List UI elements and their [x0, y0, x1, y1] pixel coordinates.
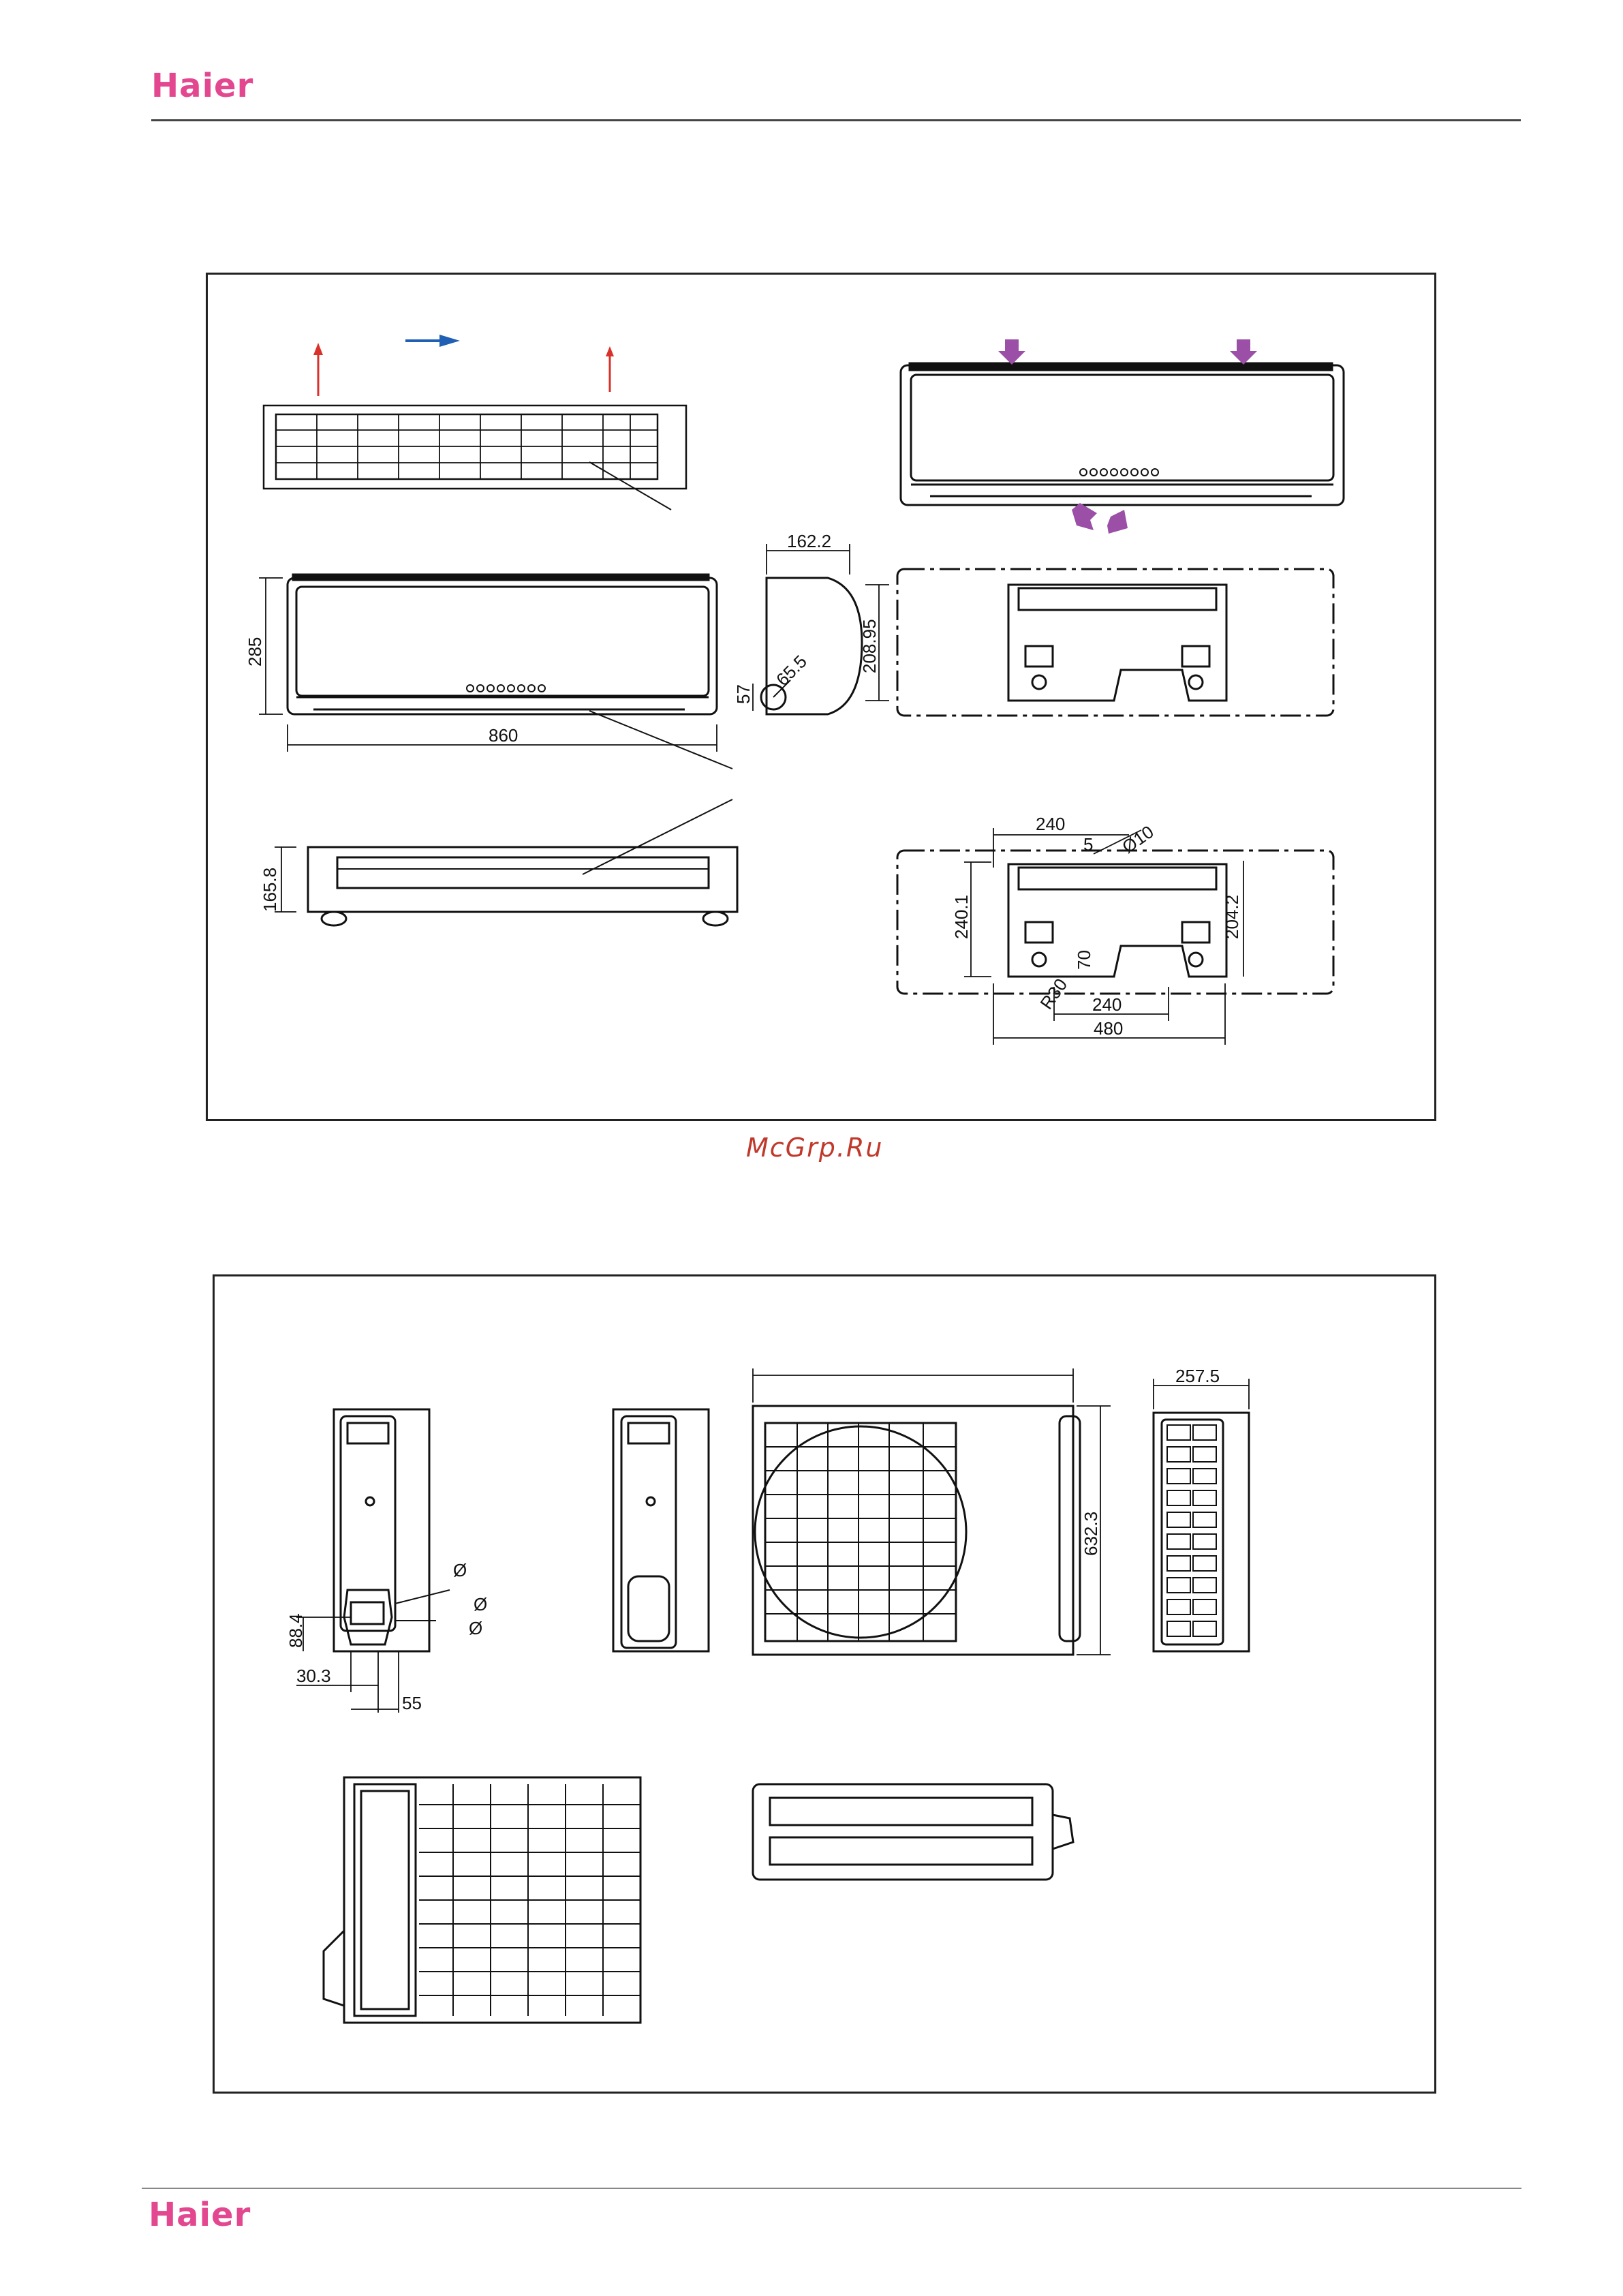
dim-outdoor-depth: 257.5: [1175, 1366, 1220, 1386]
dim-mount-240-bottom: 240: [1092, 994, 1122, 1015]
dim-mount-r30: R30: [1036, 975, 1071, 1013]
watermark: McGrp.Ru: [746, 1133, 883, 1163]
footer-logo: Haier: [149, 2196, 251, 2234]
dim-mount-dia10: Ø10: [1118, 821, 1157, 857]
indoor-unit-drawing: 285 860 162.2 208.95 57 65.5 165.8: [206, 273, 1436, 1121]
outdoor-front-view: [753, 1406, 1080, 1655]
outdoor-side-view-right: [1154, 1413, 1249, 1651]
header-rule: [151, 119, 1521, 121]
header-logo: Haier: [151, 67, 253, 105]
dim-outdoor-side-30: 30.3: [296, 1666, 331, 1686]
dim-mount-5: 5: [1083, 834, 1093, 855]
dim-indoor-pipe-offset: 57: [733, 684, 754, 704]
dim-mount-240-top: 240: [1036, 814, 1065, 834]
dim-mount-204: 204.2: [1222, 895, 1242, 939]
dims-front: [259, 578, 717, 752]
outdoor-bottom-view: [753, 1784, 1073, 1880]
indoor-front-view-right: [901, 363, 1344, 505]
outdoor-top-view: [324, 1777, 640, 2023]
outdoor-unit-drawing: 88.4 30.3 55 Ø Ø Ø 632.3: [213, 1274, 1436, 2094]
outdoor-side-view-left: [334, 1409, 450, 1651]
outdoor-unit-svg: 88.4 30.3 55 Ø Ø Ø 632.3: [215, 1276, 1434, 2092]
dim-outdoor-phi-3: Ø: [469, 1618, 482, 1638]
indoor-bottom-view: [308, 799, 737, 925]
outdoor-side-view-2: [613, 1409, 709, 1651]
dim-indoor-depth: 162.2: [787, 531, 831, 551]
indoor-top-view: [264, 405, 686, 510]
indoor-side-view: [761, 578, 862, 714]
mounting-plate-1: [897, 569, 1333, 716]
indoor-unit-svg: 285 860 162.2 208.95 57 65.5 165.8: [208, 275, 1434, 1119]
dim-outdoor-side-55: 55: [402, 1693, 422, 1713]
dim-indoor-width: 860: [489, 725, 518, 746]
dim-mount-70: 70: [1074, 950, 1094, 970]
dim-outdoor-phi-2: Ø: [474, 1594, 487, 1614]
dim-outdoor-side-88: 88.4: [285, 1613, 306, 1648]
dim-outdoor-height: 632.3: [1081, 1512, 1101, 1556]
dim-indoor-height: 285: [245, 637, 265, 667]
dim-mount-480: 480: [1094, 1018, 1123, 1039]
dim-mount-240-left: 240.1: [951, 895, 972, 939]
dim-indoor-pipe-dia: 65.5: [772, 651, 811, 690]
dim-indoor-side-height: 208.95: [859, 619, 880, 673]
dim-outdoor-phi-1: Ø: [453, 1560, 467, 1580]
dim-indoor-bottom-height: 165.8: [260, 868, 280, 912]
footer-rule: [142, 2188, 1521, 2189]
